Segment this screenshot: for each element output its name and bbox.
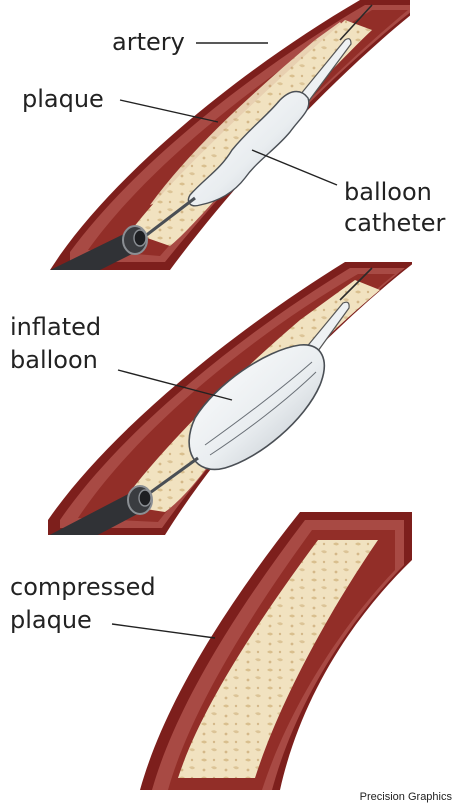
leader-compressed-plaque [112, 624, 215, 638]
sheath-collar-inner [134, 230, 146, 246]
label-compressed: compressed [10, 573, 156, 601]
label-inflated-balloon: balloon [10, 346, 98, 374]
panel-inflated-balloon [40, 262, 415, 555]
panel-compressed-plaque [140, 512, 412, 790]
panel-compressed-labels: compressed plaque [10, 573, 215, 638]
leader-balloon-catheter [252, 150, 337, 185]
label-plaque: plaque [22, 85, 104, 113]
label-inflated: inflated [10, 313, 101, 341]
label-artery: artery [112, 28, 185, 56]
label-balloon: balloon [344, 178, 432, 206]
label-catheter: catheter [344, 209, 445, 237]
sheath-collar-inner-2 [139, 490, 151, 506]
credit-text: Precision Graphics [360, 791, 453, 803]
label-compressed-plaque: plaque [10, 606, 92, 634]
